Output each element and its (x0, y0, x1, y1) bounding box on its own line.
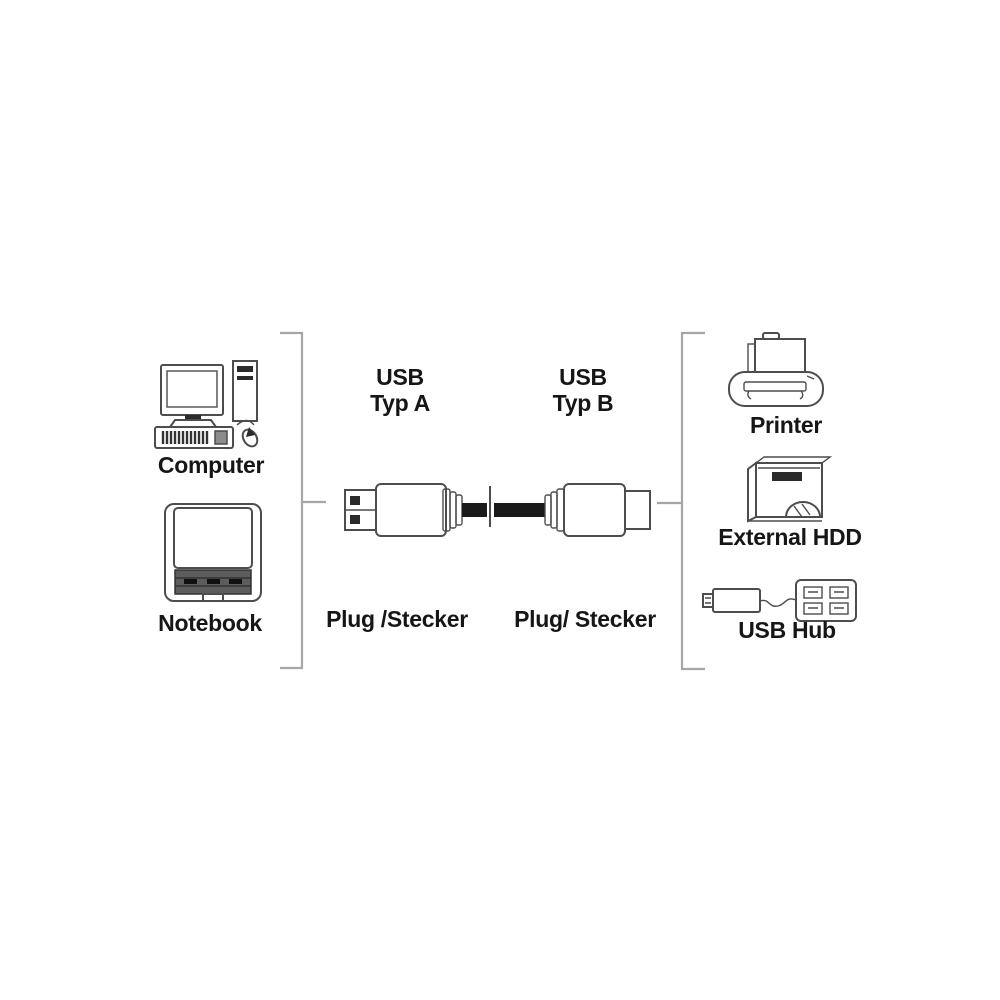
usb-hub-label: USB Hub (738, 617, 836, 643)
usb-type-a-line1: USB (376, 364, 424, 390)
usb-hub-icon (702, 577, 858, 623)
printer-icon (727, 332, 825, 408)
usb-type-b-line2: Typ B (552, 390, 614, 416)
printer-label: Printer (749, 412, 823, 438)
external-hdd-icon (736, 455, 846, 523)
usb-type-b-line1: USB (559, 364, 607, 390)
usb-type-a-label: USB Typ A (340, 364, 460, 416)
notebook-label: Notebook (158, 610, 262, 636)
notebook-icon (162, 502, 264, 604)
computer-label: Computer (157, 452, 265, 478)
plug-stecker-a-label: Plug /Stecker (326, 606, 468, 632)
external-hdd-label: External HDD (718, 524, 862, 550)
left-bracket (278, 330, 328, 672)
usb-type-b-label: USB Typ B (523, 364, 643, 416)
plug-stecker-b-label: Plug/ Stecker (514, 606, 656, 632)
usb-a-to-b-cable-icon (343, 477, 655, 543)
desktop-computer-icon (153, 357, 265, 450)
usb-type-a-line2: Typ A (370, 390, 430, 416)
right-bracket (655, 330, 707, 674)
